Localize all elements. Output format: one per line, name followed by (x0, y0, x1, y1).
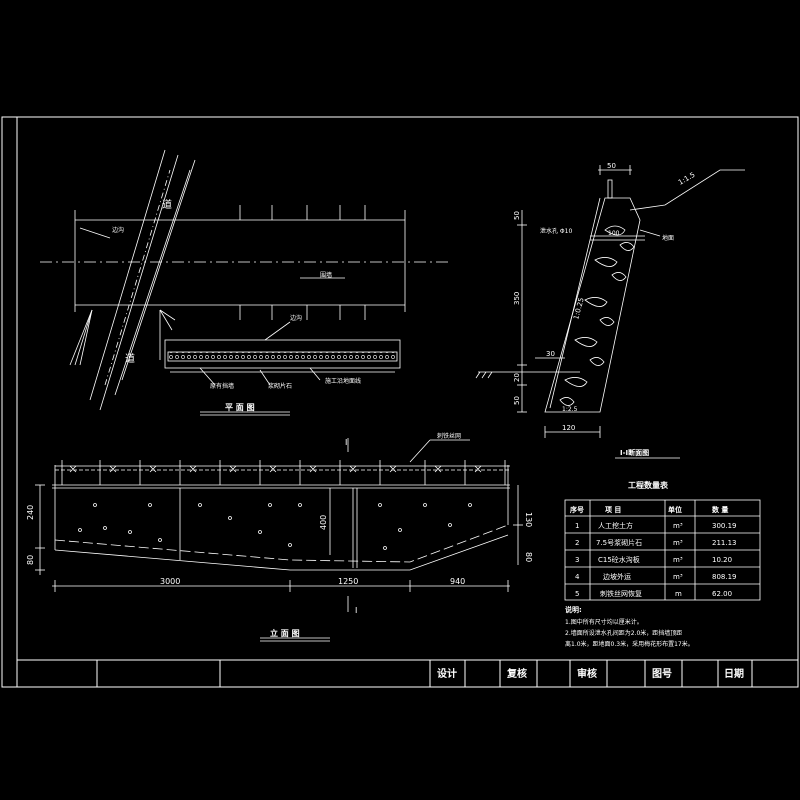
sec-dim-100: 100 (608, 230, 620, 237)
title-drawing-no: 图号 (652, 668, 672, 680)
table-cell-qty: 300.19 (712, 522, 737, 530)
table-header-no: 序号 (569, 505, 584, 514)
title-design: 设计 (437, 667, 457, 680)
table-cell-qty: 211.13 (712, 539, 737, 547)
sec-drain-label: 泄水孔 Φ10 (540, 227, 572, 235)
inner-frame (16, 116, 799, 688)
plan-road-label-bottom: 道 (125, 352, 135, 365)
outer-frame (1, 116, 799, 688)
table-cell-qty: 808.19 (712, 573, 737, 581)
notes-line: 离1.0米，距地面0.3米，采用梅花形布置17米。 (565, 640, 694, 648)
sec-dim-30: 30 (546, 350, 555, 358)
table-row: 2 7.5号浆砌片石 m³ 211.13 (575, 538, 737, 547)
plan-wall-label: 围墙 (320, 271, 332, 279)
section-view (475, 165, 745, 459)
sec-dim-350: 350 (513, 292, 521, 305)
table-row: 5 刺铁丝网恢复 m 62.00 (575, 589, 732, 598)
table-header-item: 项 目 (605, 505, 621, 514)
sec-slope-wall: 1:0.25 (572, 297, 586, 321)
title-block-grid (17, 659, 798, 687)
table-cell-qty: 10.20 (712, 556, 732, 564)
table-cell-no: 4 (575, 573, 580, 581)
plan-old-wall-label: 原有挡墙 (210, 382, 234, 390)
section-mark-top: I (345, 438, 347, 447)
sec-dim-50b: 50 (513, 396, 521, 405)
plan-ground-line-label: 施工沿地面线 (325, 377, 361, 385)
notes-title: 说明: (565, 605, 582, 614)
section-title: I-I断面图 (620, 448, 649, 457)
table-row: 1 人工挖土方 m³ 300.19 (575, 521, 737, 530)
dim-left-top: 240 (26, 505, 35, 520)
table-cell-no: 2 (575, 539, 579, 547)
plan-masonry-label: 浆砌片石 (268, 382, 292, 390)
sec-dim-50a: 50 (513, 211, 521, 220)
dim-right-bottom: 80 (524, 552, 533, 562)
table-cell-no: 3 (575, 556, 579, 564)
table-cell-unit: m³ (673, 556, 683, 564)
sec-dim-top: 50 (607, 162, 616, 170)
sec-dim-120: 120 (562, 424, 575, 432)
table-cell-item: C15砼水沟板 (598, 555, 640, 564)
notes-line: 1.图中所有尺寸均以厘米计。 (565, 618, 643, 626)
dim-bottom-1250: 1250 (338, 577, 358, 586)
title-review: 复核 (506, 667, 527, 680)
dim-bottom-3000: 3000 (160, 577, 180, 586)
dim-bottom-940: 940 (450, 577, 465, 586)
quantity-table: 序号 项 目 单位 数 量 1 人工挖土方 m³ 300.19 2 7.5号浆砌… (569, 505, 737, 598)
title-block: 设计 复核 审核 图号 日期 (437, 667, 744, 680)
dim-right-top: 130 (524, 512, 533, 527)
plan-road-label-top: 道 (162, 198, 172, 211)
table-cell-unit: m³ (673, 573, 683, 581)
table-cell-unit: m³ (673, 539, 683, 547)
title-date: 日期 (724, 667, 744, 680)
plan-ditch-bottom-label: 边沟 (290, 314, 302, 322)
table-row: 3 C15砼水沟板 m³ 10.20 (575, 555, 732, 564)
plan-title: 平 面 图 (225, 403, 255, 412)
table-header-qty: 数 量 (712, 505, 728, 514)
dim-inner-400: 400 (319, 515, 328, 530)
elevation-view (35, 438, 523, 642)
table-cell-item: 边坡外运 (603, 572, 631, 581)
plan-view (40, 149, 450, 416)
sec-slope-top: 1:1.5 (677, 171, 697, 187)
plan-ditch-top-label: 边沟 (112, 226, 124, 234)
fence-label: 刺铁丝网 (437, 432, 461, 440)
table-cell-no: 5 (575, 590, 579, 598)
table-cell-unit: m (675, 590, 682, 598)
table-row: 4 边坡外运 m³ 808.19 (575, 572, 737, 581)
dim-left-bottom: 80 (26, 555, 35, 565)
notes-block: 说明: 1.图中所有尺寸均以厘米计。 2.墙面所设泄水孔间距为2.0米，距挡墙顶… (565, 605, 694, 648)
title-check: 审核 (577, 667, 597, 680)
quantity-table-grid (564, 499, 761, 601)
table-cell-item: 7.5号浆砌片石 (596, 538, 642, 547)
section-mark-bottom: I (355, 606, 357, 615)
table-cell-item: 刺铁丝网恢复 (600, 589, 642, 598)
table-cell-item: 人工挖土方 (598, 521, 633, 530)
sec-slope-base: 1:2.5 (562, 406, 578, 413)
table-header-unit: 单位 (668, 505, 682, 514)
notes-line: 2.墙面所设泄水孔间距为2.0米，距挡墙顶距 (565, 629, 682, 637)
sec-dim-20: 20 (513, 373, 521, 382)
sec-ground-label: 地面 (662, 234, 674, 242)
table-title: 工程数量表 (628, 480, 669, 490)
table-cell-no: 1 (575, 522, 579, 530)
table-cell-unit: m³ (673, 522, 683, 530)
elevation-title: 立 面 图 (270, 628, 300, 638)
table-cell-qty: 62.00 (712, 590, 732, 598)
